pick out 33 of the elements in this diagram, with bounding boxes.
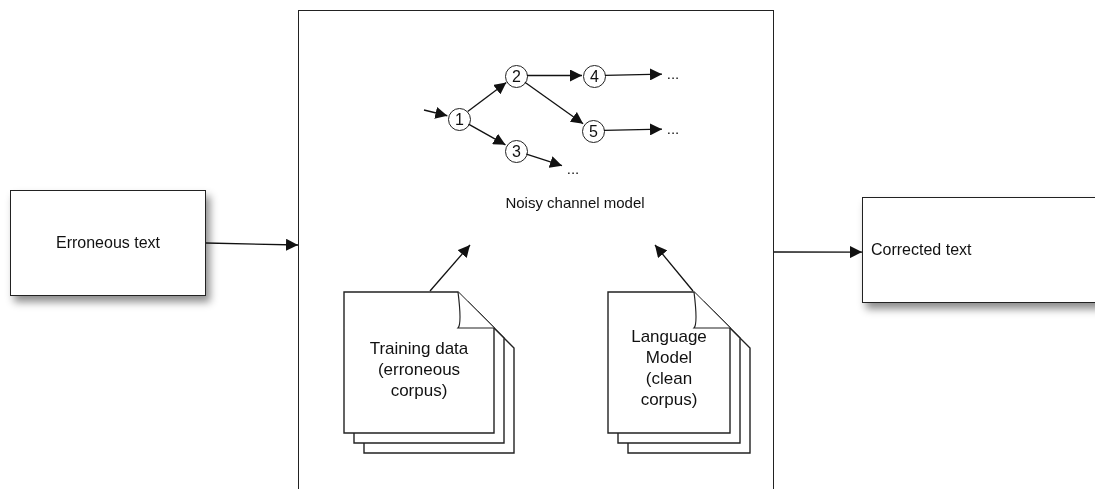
box-label: Corrected text [871, 241, 972, 259]
arrow [654, 244, 694, 292]
arrow [423, 107, 448, 119]
arrow [526, 69, 583, 82]
arrow [604, 68, 663, 81]
state-number: 5 [589, 122, 598, 141]
arrow [205, 238, 299, 251]
arrow [525, 153, 563, 168]
arrow [429, 244, 471, 292]
arrow [467, 123, 507, 146]
state-number: 4 [590, 67, 599, 86]
process-box [862, 197, 1095, 303]
arrow [524, 81, 584, 125]
state-number: 2 [512, 67, 521, 86]
state-number: 3 [512, 142, 521, 161]
state-circle [448, 108, 471, 131]
document-label: Language Model (clean corpus) [630, 326, 708, 410]
ellipsis-text: ... [663, 120, 683, 140]
state-number: 1 [455, 110, 464, 129]
state-circle [505, 65, 528, 88]
arrow [603, 123, 663, 136]
process-box [10, 190, 206, 296]
container-box [298, 10, 774, 489]
state-circle [505, 140, 528, 163]
model-title: Noisy channel model [469, 194, 681, 246]
ellipsis-text: ... [563, 160, 583, 180]
state-circle [582, 120, 605, 143]
arrow [467, 81, 507, 113]
state-circle [583, 65, 606, 88]
ellipsis-text: ... [663, 65, 683, 85]
arrow [773, 246, 863, 259]
box-label: Erroneous text [55, 234, 161, 252]
document-label: Training data (erroneous corpus) [368, 338, 470, 401]
